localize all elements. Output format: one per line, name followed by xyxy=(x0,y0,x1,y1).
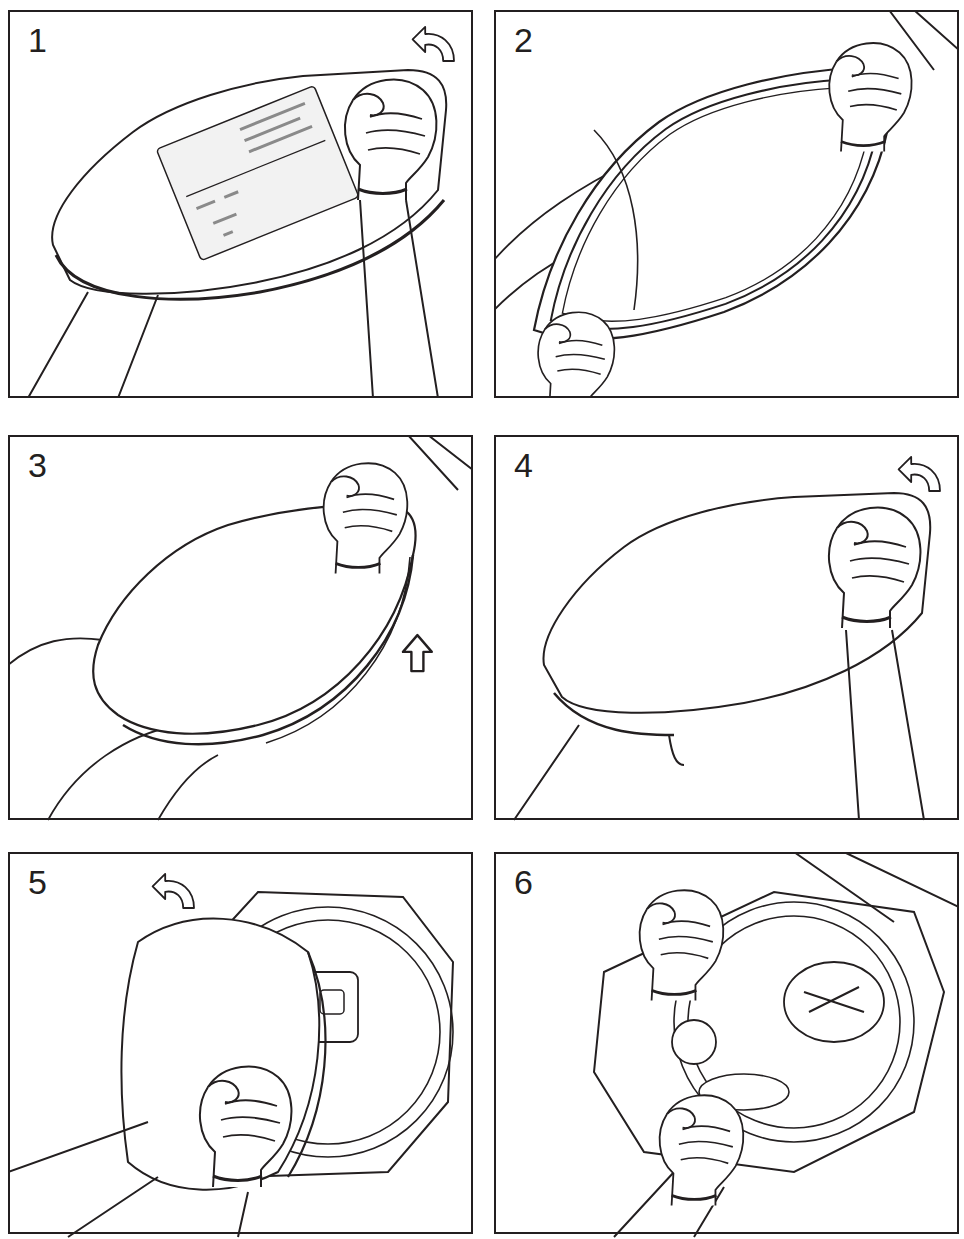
line-art-path xyxy=(28,292,158,398)
line-art-use xyxy=(345,80,437,200)
step-panel: 2 xyxy=(494,10,959,398)
line-art-path xyxy=(123,555,413,744)
step-number: 1 xyxy=(26,22,49,59)
line-art-circle xyxy=(672,1020,716,1064)
line-art-path xyxy=(846,630,924,820)
panel-three-art xyxy=(8,435,473,820)
line-art-path xyxy=(594,130,638,310)
panel-two-art xyxy=(494,10,959,398)
line-art-use xyxy=(538,312,614,398)
panel-one-art xyxy=(28,27,454,398)
panel-four-art xyxy=(514,457,940,820)
line-art-path xyxy=(266,557,410,743)
line-art-use xyxy=(200,1067,292,1187)
line-art-path xyxy=(544,493,931,713)
step-panel: 6 xyxy=(494,852,959,1234)
line-art-path xyxy=(794,852,959,922)
step-number: 5 xyxy=(26,864,49,901)
line-art-path xyxy=(514,725,684,820)
step-number: 2 xyxy=(512,22,535,59)
line-art-use xyxy=(640,890,724,1000)
line-art-g xyxy=(156,86,359,261)
line-art-rect xyxy=(156,86,359,261)
line-art-use xyxy=(413,27,454,61)
line-art-path xyxy=(408,435,473,490)
line-art-use xyxy=(324,463,408,573)
line-art-path xyxy=(121,919,319,1190)
line-art-use xyxy=(829,43,911,151)
line-art-path xyxy=(360,200,438,398)
line-art-path xyxy=(554,693,674,735)
step-number: 6 xyxy=(512,864,535,901)
line-art-path xyxy=(175,103,339,241)
line-art-path xyxy=(804,987,864,1012)
panel-five-art xyxy=(8,874,453,1237)
line-art-use xyxy=(153,874,194,908)
step-number: 4 xyxy=(512,447,535,484)
step-panel: 1 xyxy=(8,10,473,398)
line-art-use xyxy=(829,508,921,628)
line-art-use xyxy=(403,635,432,671)
line-art-ellipse xyxy=(784,962,884,1042)
line-art-use xyxy=(660,1095,744,1205)
step-number: 3 xyxy=(26,447,49,484)
step-panel: 4 xyxy=(494,435,959,820)
line-art-path xyxy=(551,79,879,329)
step-panel: 3 xyxy=(8,435,473,820)
line-art-path xyxy=(52,70,446,294)
line-art-use xyxy=(899,457,940,491)
step-panel: 5 xyxy=(8,852,473,1234)
line-art-path xyxy=(562,88,869,321)
panel-six-art xyxy=(594,852,959,1237)
line-art-path xyxy=(288,952,325,1177)
